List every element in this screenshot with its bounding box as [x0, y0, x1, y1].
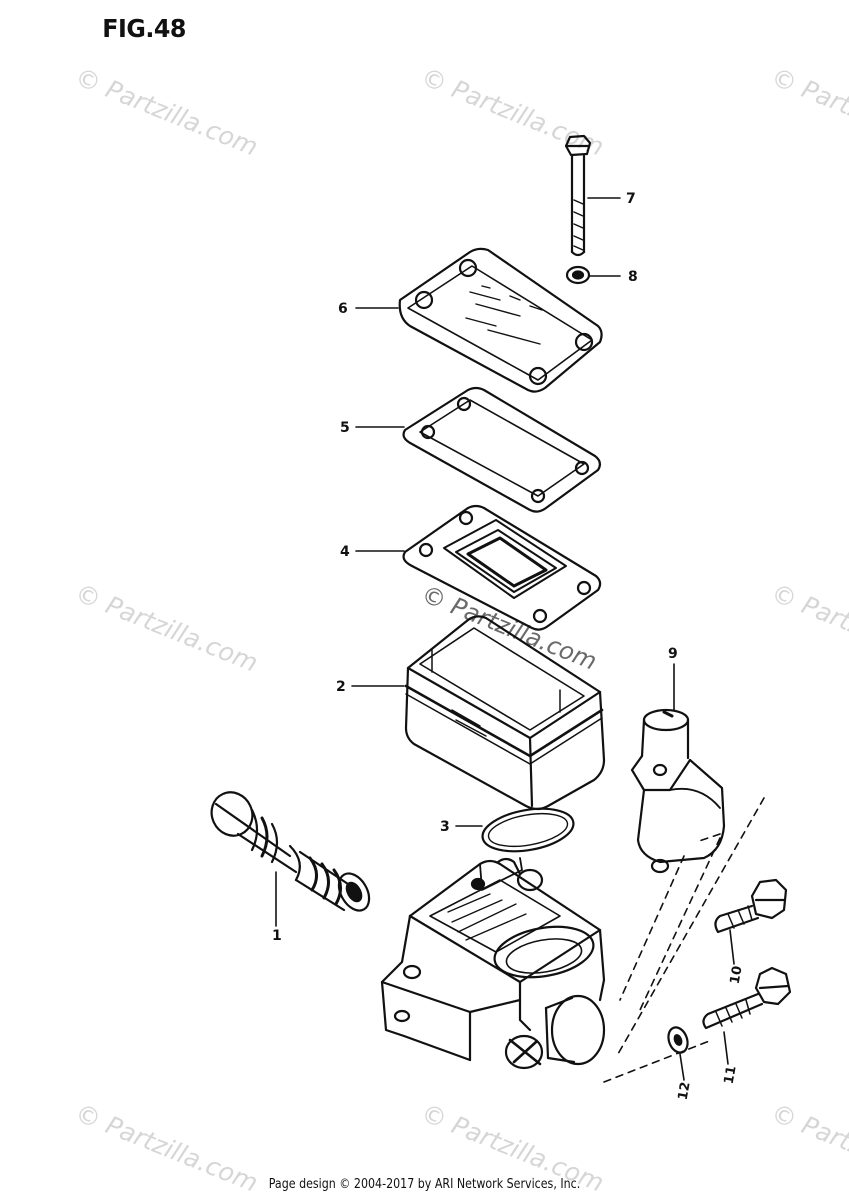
- leader-lines: [275, 197, 735, 1081]
- callout-4: 4: [340, 544, 350, 560]
- callout-12: 12: [676, 1081, 694, 1101]
- part-3-o-ring: [481, 807, 575, 853]
- callout-3: 3: [440, 819, 450, 835]
- part-12-washer: [667, 1026, 689, 1054]
- callout-11: 11: [722, 1065, 740, 1085]
- callout-5: 5: [340, 420, 350, 436]
- part-5-gasket-plate: [402, 386, 602, 513]
- part-1-piston-assembly: [210, 791, 371, 912]
- callout-6: 6: [338, 301, 348, 317]
- callout-7: 7: [626, 191, 636, 207]
- callout-2: 2: [336, 679, 346, 695]
- callout-9: 9: [668, 646, 678, 662]
- callout-10: 10: [728, 965, 746, 985]
- part-9-clamp: [630, 708, 726, 874]
- callout-1: 1: [272, 928, 282, 944]
- callout-8: 8: [628, 269, 638, 285]
- part-4-diaphragm: [402, 504, 602, 631]
- master-cylinder-body: [380, 857, 606, 1070]
- part-11-bolt: [702, 966, 792, 1030]
- part-10-bolt: [714, 878, 788, 934]
- footer-copyright: Page design © 2004-2017 by ARI Network S…: [268, 1176, 581, 1192]
- part-8-washer: [565, 265, 591, 285]
- part-7-bolt: [564, 134, 592, 257]
- part-2-reservoir: [404, 615, 606, 811]
- assembly-guide-lines: [603, 797, 765, 1083]
- figure-title: FIG.48: [102, 14, 186, 43]
- part-6-reservoir-cap: [398, 247, 603, 393]
